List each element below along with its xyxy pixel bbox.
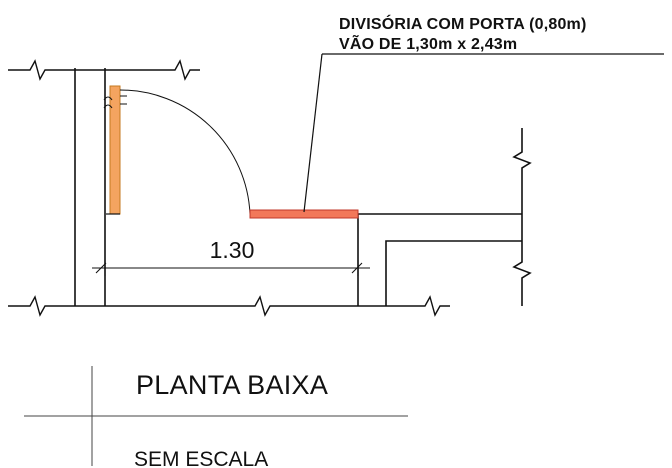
callout-line-1: DIVISÓRIA COM PORTA (0,80m) bbox=[339, 14, 587, 33]
door-swing-arc bbox=[119, 89, 251, 215]
dimension-label: 1.30 bbox=[210, 237, 255, 263]
dimension-line bbox=[92, 260, 370, 276]
bottom-wall-line bbox=[8, 295, 450, 317]
drawing-title: PLANTA BAIXA bbox=[136, 370, 328, 400]
title-block-lines bbox=[24, 366, 408, 466]
door-leaf bbox=[109, 85, 121, 215]
door-handle-icon bbox=[103, 95, 127, 109]
callout-leader bbox=[303, 53, 664, 213]
scale-note: SEM ESCALA bbox=[134, 448, 268, 468]
top-wall-line bbox=[8, 59, 200, 81]
right-wall bbox=[357, 128, 532, 306]
callout-line-2: VÃO DE 1,30m x 2,43m bbox=[339, 33, 517, 53]
left-wall bbox=[74, 68, 106, 306]
